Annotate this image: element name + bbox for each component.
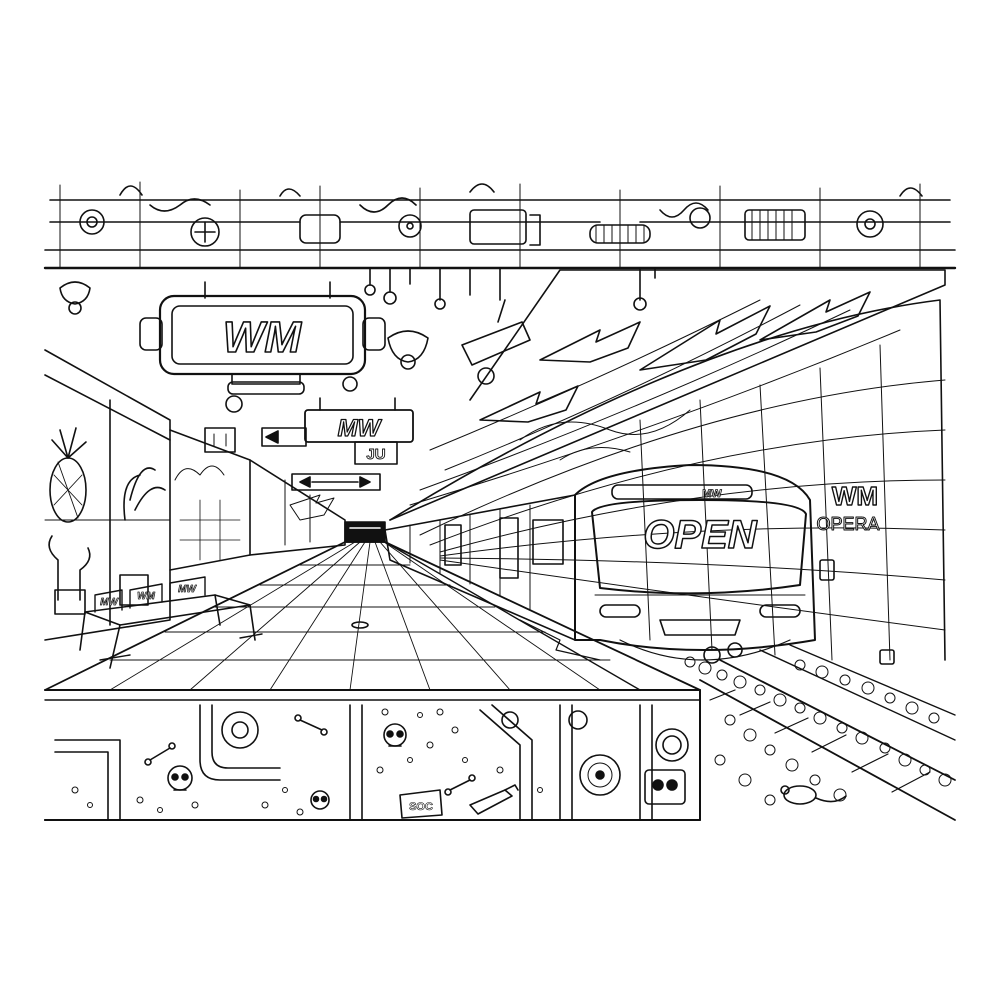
platform-bench: MW WM MW: [79, 576, 263, 669]
train-header-text: MW: [702, 488, 722, 500]
hanging-sign-mw: MW: [304, 397, 414, 443]
security-camera-icon: [461, 299, 531, 385]
ballast-stones: [684, 656, 952, 806]
small-sign-text: JU: [366, 446, 385, 463]
security-camera-icon: [387, 330, 429, 370]
station-name-sign: OPERA: [816, 514, 879, 534]
main-ceiling-sign: WM: [139, 281, 386, 413]
arrow-icon: [539, 321, 641, 363]
skull-icon: [167, 765, 193, 791]
main-sign-text: WM: [223, 313, 303, 362]
bone-icon: [144, 742, 176, 766]
security-camera-icon: [59, 281, 91, 315]
skull-icon: [383, 723, 407, 747]
arrow-icon: [289, 494, 335, 521]
tin-can-label: SOC: [409, 801, 433, 813]
bottle-icon: [469, 784, 519, 815]
tunnel-end: [344, 521, 386, 543]
ceiling-pipe-machinery: [43, 181, 957, 311]
bone-icon: [444, 774, 476, 796]
hanging-sign-text: MW: [338, 415, 383, 442]
bench-label-3: MW: [178, 584, 197, 595]
underground-cutaway: SOC: [44, 699, 701, 821]
bench-label-2: WM: [137, 591, 155, 602]
bone-icon: [294, 714, 328, 736]
train-destination-display: OPEN: [643, 513, 757, 557]
directional-sign: [204, 427, 307, 453]
vinyl-record-icon: [579, 754, 621, 796]
arrow-icon: [479, 385, 579, 423]
tin-can: SOC: [399, 789, 443, 819]
arrow-icon: [759, 291, 871, 341]
railway-tracks: [639, 644, 956, 821]
pineapple-plant-icon: [49, 427, 87, 523]
skull-icon: [310, 790, 330, 810]
soil-pebbles: [71, 708, 543, 816]
small-tunnel-sign: JU: [354, 441, 398, 465]
exit-arrow-sign: [291, 473, 381, 491]
mouse-icon: [780, 785, 847, 805]
metro-train: MW OPEN: [384, 464, 816, 664]
tunnel-wall-logo: WM: [832, 481, 878, 511]
back-wall-shops: [169, 429, 346, 571]
bench-label-1: MW: [100, 597, 119, 608]
shop-window: [44, 349, 171, 641]
tunnel-wall: WM OPERA: [389, 299, 946, 665]
